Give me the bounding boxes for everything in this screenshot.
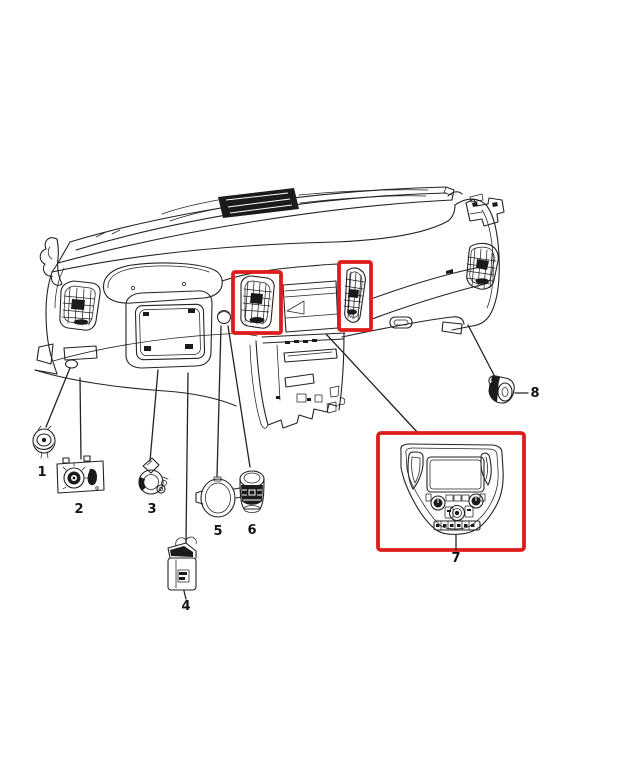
- callout-6[interactable]: 6: [247, 523, 256, 538]
- left-end-cap: [34, 237, 258, 407]
- left-center-vent: [240, 275, 275, 329]
- leader-line-7: [325, 333, 420, 435]
- passenger-vent: [465, 242, 499, 290]
- leader-line-1: [45, 367, 71, 428]
- callout-3[interactable]: 3: [147, 502, 156, 517]
- lower-left-plate: [63, 345, 98, 361]
- screen-opening: [426, 456, 485, 493]
- left-knob: [430, 495, 446, 511]
- callout-7[interactable]: 7: [451, 551, 460, 566]
- callout-2[interactable]: 2: [74, 502, 83, 517]
- lower-left-lamp: [64, 359, 79, 369]
- bottom-button-bar: [433, 520, 481, 531]
- radio-opening: [282, 280, 339, 333]
- right-end-cap: [441, 198, 500, 335]
- leader-lines: [45, 324, 529, 600]
- instrument-cluster: [102, 262, 223, 369]
- driver-vent: [59, 280, 101, 331]
- defroster-band: [57, 186, 455, 264]
- leader-line-6: [227, 325, 251, 468]
- switch-knob-location: [216, 309, 232, 325]
- part-6-switch: [239, 470, 265, 513]
- leader-line-8: [467, 324, 529, 394]
- callout-4[interactable]: 4: [181, 599, 190, 614]
- part-5-trim-ring: [195, 476, 242, 518]
- leader-line-2: [79, 377, 82, 460]
- callout-5[interactable]: 5: [213, 524, 222, 539]
- part-4-bracket: [167, 536, 197, 591]
- cluster-opening: [134, 303, 206, 361]
- glovebox-latch: [389, 316, 413, 329]
- top-right-bracket: [447, 191, 505, 227]
- part-8-clip: [488, 375, 515, 404]
- leader-line-3: [149, 369, 159, 462]
- right-knob: [468, 493, 484, 509]
- center-console: [249, 332, 346, 429]
- callout-8[interactable]: 8: [530, 386, 539, 401]
- highlight-center-stack-part-7[interactable]: [376, 431, 526, 552]
- highlight-right-center-vent[interactable]: [337, 260, 373, 332]
- leader-line-4: [183, 372, 189, 600]
- right-center-vent: [343, 267, 366, 323]
- callout-1[interactable]: 1: [37, 465, 46, 480]
- highlight-left-center-vent[interactable]: [231, 270, 283, 335]
- highlight-boxes: [231, 260, 526, 552]
- part-7-center-stack-bezel: [400, 443, 504, 551]
- part-2-headlamp-switch: [56, 455, 105, 494]
- callout-labels: 1 2 3 4 5 6 7 8: [37, 386, 539, 614]
- part-3-switch: [138, 457, 169, 495]
- part-1-sensor: [32, 425, 56, 459]
- dashboard-illustration: [34, 186, 505, 429]
- leader-line-5: [216, 325, 222, 478]
